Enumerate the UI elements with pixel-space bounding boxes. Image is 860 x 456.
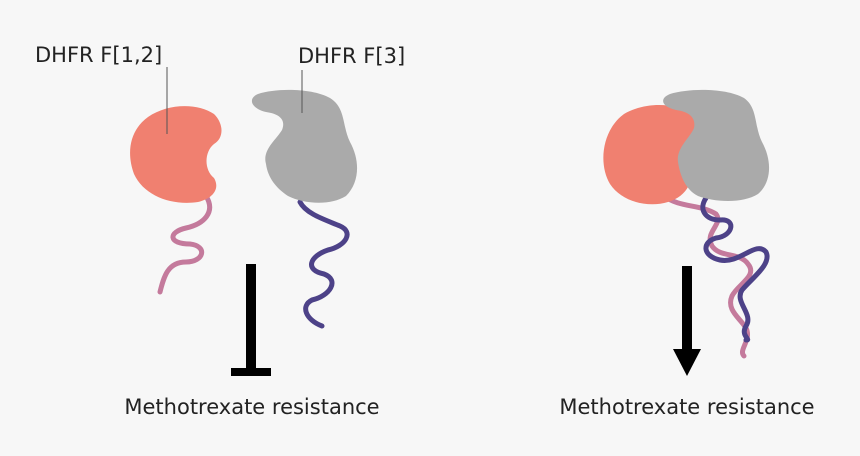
activation-arrowhead [673, 349, 701, 376]
fragment-b-blob [251, 89, 358, 203]
left-caption: Methotrexate resistance [124, 395, 379, 419]
complex-fragment-b [663, 89, 770, 201]
fragment-a-label: DHFR F[1,2] [35, 43, 162, 67]
inhibition-stem [246, 264, 256, 370]
complex-tail-b [700, 195, 770, 343]
fragment-a-tail [157, 193, 213, 295]
fragment-a-blob [130, 106, 222, 203]
left-panel: DHFR F[1,2] DHFR F[3] Methotrexate resis… [35, 43, 405, 419]
complex-fragment-a [603, 105, 696, 205]
right-panel: Methotrexate resistance [559, 89, 815, 419]
complex-tail-a [661, 193, 754, 359]
fragment-b-tail [297, 199, 350, 329]
right-caption: Methotrexate resistance [559, 395, 814, 419]
fragment-b-label: DHFR F[3] [298, 44, 405, 68]
activation-arrow-shaft [682, 266, 692, 350]
inhibition-bar [231, 368, 271, 376]
